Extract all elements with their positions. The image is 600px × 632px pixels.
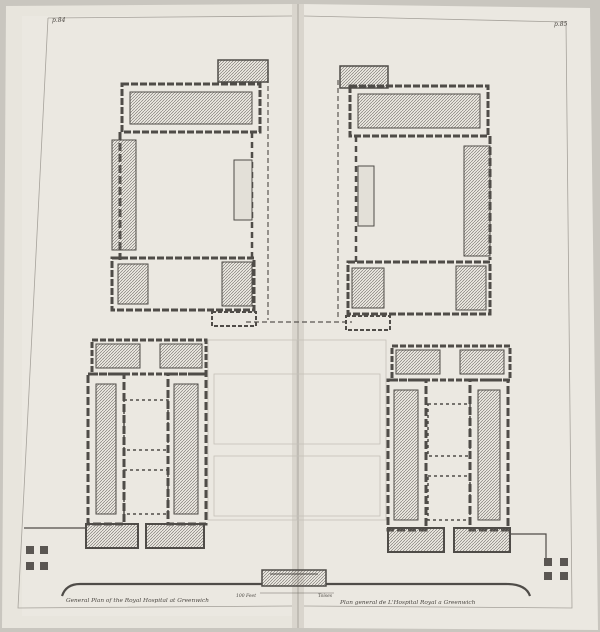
page-number-left: p.84 [52,17,66,24]
building-lower-left [85,338,208,549]
scale-label-right: Toises [318,593,333,599]
connecting-colonnade [246,70,352,323]
page-number-right: p.85 [554,21,568,28]
plate-border [17,15,573,609]
building-lower-right [386,344,512,553]
building-upper-right [339,65,492,331]
gate-piers [26,546,568,580]
caption-french: Plan general de L'Hospital Royal a Green… [339,600,476,606]
caption-english: General Plan of the Royal Hospital at Gr… [66,598,209,604]
scale-label-left: 100 Feet [236,593,256,599]
building-upper-left [110,59,269,327]
river-terrace [24,527,547,597]
scale-bar: 100 Feet Toises [236,592,334,599]
page-right [300,4,598,630]
central-courtyard [207,339,387,521]
